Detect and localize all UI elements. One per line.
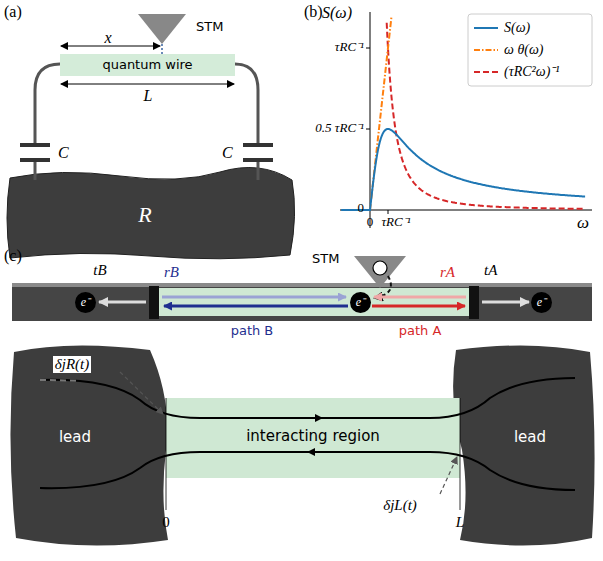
label: rB <box>164 264 179 281</box>
label: ω <box>577 214 589 233</box>
wire-sketch <box>12 256 592 321</box>
label: 0 <box>367 215 374 229</box>
label: L <box>144 87 153 105</box>
label: x <box>104 29 111 47</box>
label: STM <box>196 20 223 34</box>
label: 0.5 τRC⁻¹ <box>315 121 364 135</box>
label: tA <box>484 262 497 279</box>
electron: e⁻ <box>75 292 96 313</box>
lead: lead <box>40 425 110 449</box>
plot-axes <box>340 12 592 228</box>
label: tB <box>93 262 106 279</box>
legend-text: ω θ(ω) <box>504 42 543 57</box>
label: STM <box>312 252 339 266</box>
node-text: interacting region <box>246 428 380 445</box>
label: 0 <box>358 201 365 215</box>
label: 0 <box>162 514 170 531</box>
node-text: quantum wire <box>102 58 192 72</box>
node-text: lead <box>59 429 91 446</box>
label: δjR(t) <box>53 356 91 373</box>
spectrum-curve <box>341 129 585 210</box>
resistor-bath: R <box>120 200 170 230</box>
label: τRC⁻¹ <box>335 40 364 54</box>
label: L <box>456 514 464 531</box>
label: (c) <box>4 247 22 265</box>
quantum-wire: quantum wire <box>60 54 235 76</box>
label: rA <box>440 264 455 281</box>
label: path B <box>231 324 274 338</box>
label: path A <box>399 324 442 338</box>
legend-text: S(ω) <box>504 20 530 35</box>
electron: e⁻ <box>531 292 552 313</box>
node-text: e⁻ <box>537 296 546 309</box>
node-text: e⁻ <box>356 296 365 309</box>
legend-text: (τRC²ω)⁻¹ <box>504 64 560 79</box>
interacting-region: interacting region <box>200 424 426 448</box>
electron: e⁻ <box>350 292 371 313</box>
node-text: e⁻ <box>81 296 90 309</box>
label: S(ω) <box>322 4 352 22</box>
label: C <box>222 144 233 162</box>
label: C <box>58 144 69 162</box>
circuit <box>7 14 295 259</box>
node-text: R <box>138 203 151 227</box>
label: δjL(t) <box>381 497 419 514</box>
node-text: lead <box>514 429 546 446</box>
label: (a) <box>4 3 22 21</box>
label: τRC⁻¹ <box>381 215 410 229</box>
lead: lead <box>495 425 565 449</box>
label: (b) <box>304 3 323 21</box>
lead-sketch <box>10 345 594 545</box>
